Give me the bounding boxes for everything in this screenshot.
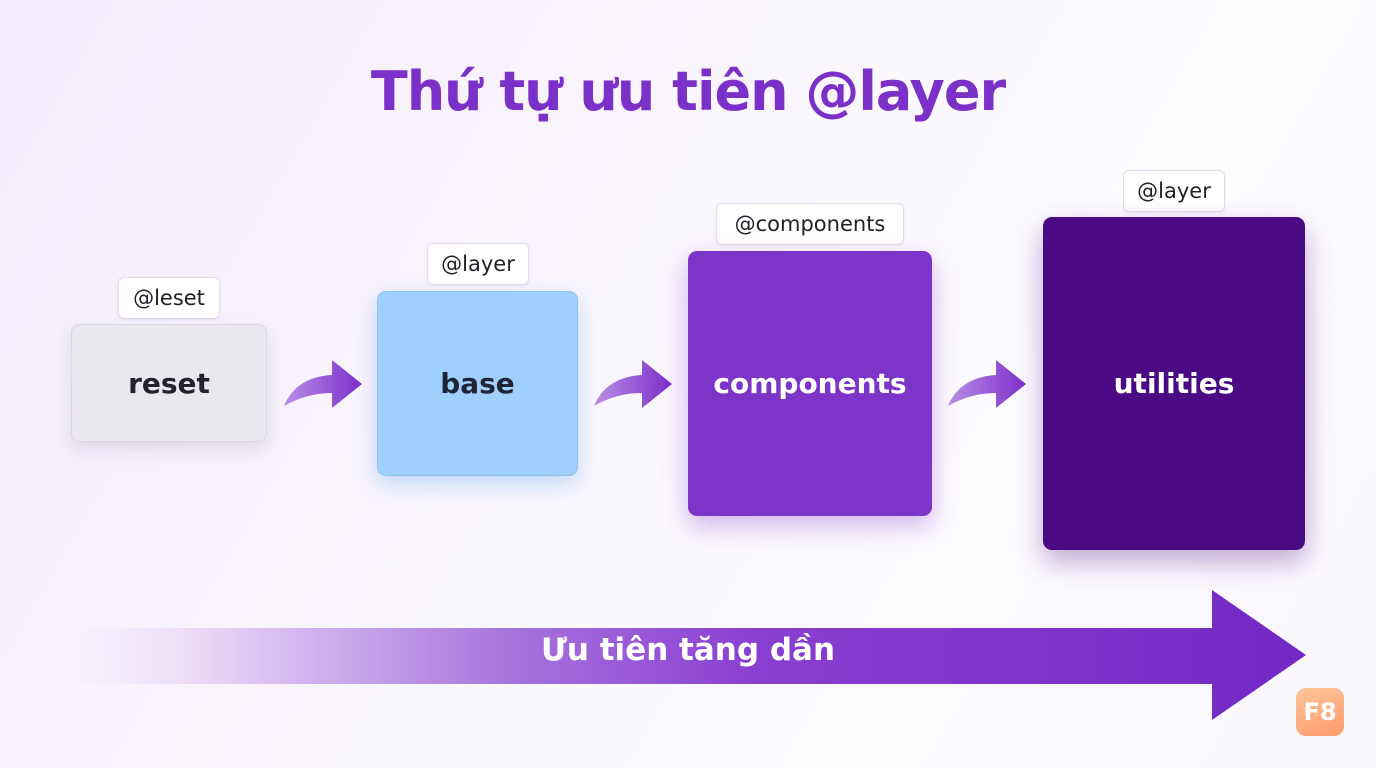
tag-utilities: @layer [1123,170,1225,212]
layer-box-base: base [377,291,578,476]
tag-base: @layer [427,243,529,285]
layer-box-utilities: utilities [1043,217,1305,550]
f8-logo: F8 [1296,688,1344,736]
tag-components: @components [716,203,904,245]
curved-arrow-icon [284,360,362,408]
curved-arrow-icon [594,360,672,408]
tag-reset: @leset [118,277,220,319]
priority-label: Ưu tiên tăng dần [540,632,836,668]
layer-box-reset: reset [71,324,267,442]
priority-arrow-icon [78,590,1306,720]
curved-arrow-icon [948,360,1026,408]
page-title: Thứ tự ưu tiên @layer [370,60,1006,123]
layer-box-components: components [688,251,932,516]
